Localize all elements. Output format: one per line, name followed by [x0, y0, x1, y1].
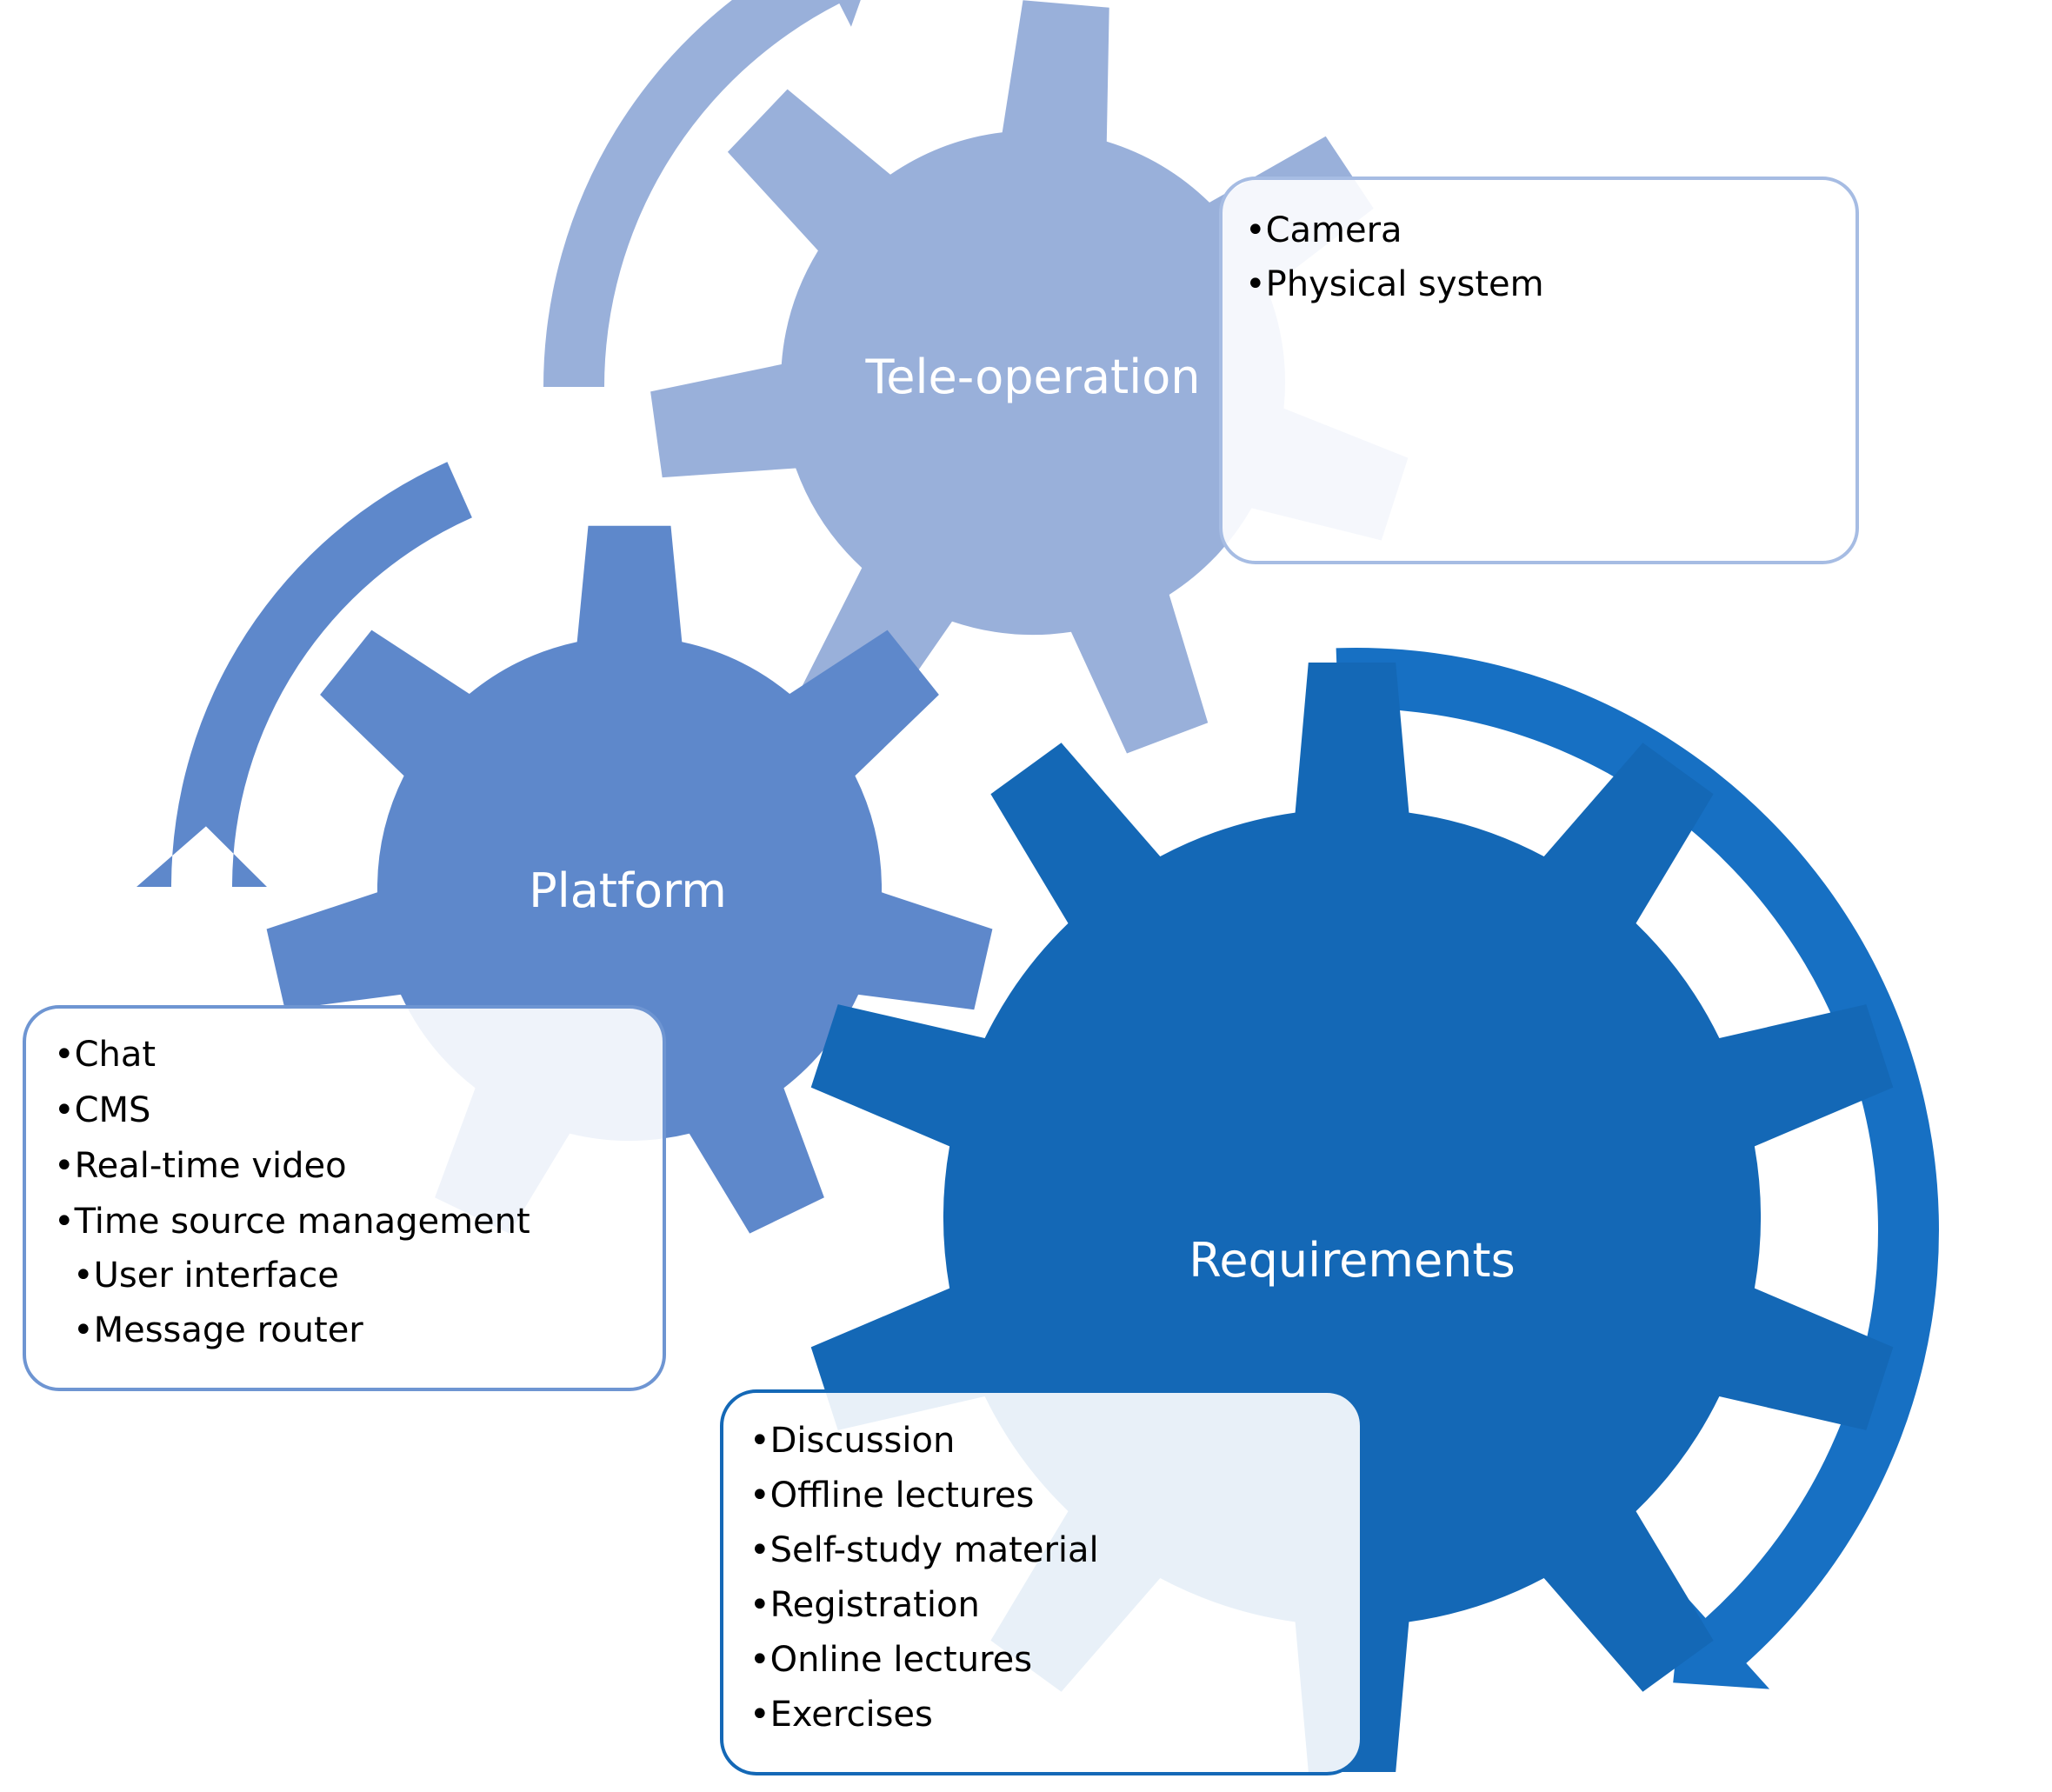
platform-label: Platform — [529, 863, 727, 918]
requirements-cycle-arrow — [1336, 647, 1939, 1689]
platform-list-item: •Chat — [54, 1035, 156, 1075]
platform-list-item: •Time source management — [54, 1202, 530, 1242]
platform-sublist-item: •User interface — [73, 1256, 339, 1296]
tele-cycle-arrow — [543, 0, 861, 387]
requirements-list-item: •Self-study material — [750, 1530, 1099, 1570]
tele-list-item: •Physical system — [1245, 264, 1544, 304]
tele-operation-gear-shape — [650, 0, 1409, 754]
requirements-list-item: •Discussion — [750, 1421, 955, 1461]
platform-cycle-arrow — [137, 462, 472, 887]
tele-operation-box: •Camera •Physical system — [1219, 177, 1859, 564]
tele-operation-label: Tele-operation — [864, 350, 1200, 404]
platform-box: •Chat •CMS •Real-time video •Time source… — [23, 1005, 666, 1391]
requirements-list-item: •Offline lectures — [750, 1476, 1034, 1516]
requirements-box: •Discussion •Offline lectures •Self-stud… — [720, 1389, 1363, 1775]
platform-list-item: •CMS — [54, 1090, 150, 1130]
requirements-list-item: •Registration — [750, 1585, 980, 1625]
tele-list-item: •Camera — [1245, 210, 1402, 250]
tele-operation-gear: Tele-operation — [650, 0, 1409, 754]
requirements-label: Requirements — [1189, 1233, 1515, 1288]
platform-sublist-item: •Message router — [73, 1310, 363, 1350]
requirements-list-item: •Exercises — [750, 1695, 933, 1735]
requirements-list-item: •Online lectures — [750, 1640, 1032, 1680]
platform-list-item: •Real-time video — [54, 1146, 347, 1186]
